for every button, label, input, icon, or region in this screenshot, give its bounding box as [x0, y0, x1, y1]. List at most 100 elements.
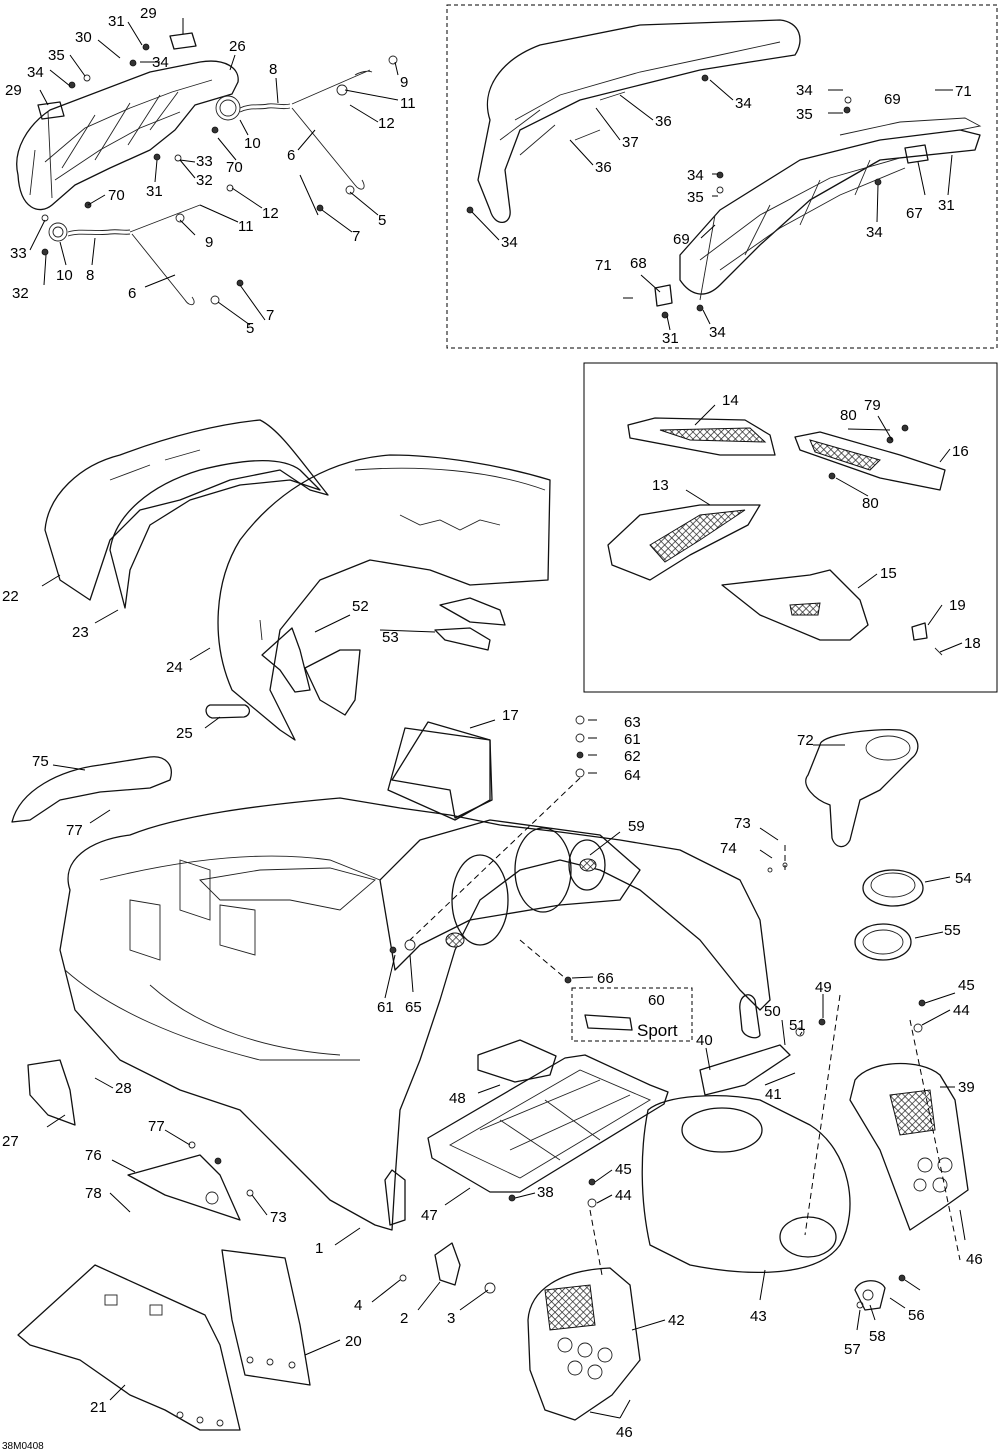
callout-61-bottom: 61 [377, 999, 394, 1016]
callout-21: 21 [90, 1399, 107, 1416]
callout-34-rr-mid: 34 [687, 167, 704, 184]
callout-39: 39 [958, 1079, 975, 1096]
callout-56: 56 [908, 1307, 925, 1324]
callout-47: 47 [421, 1207, 438, 1224]
callout-14: 14 [722, 392, 739, 409]
callout-5-top: 5 [378, 212, 386, 229]
callout-42: 42 [668, 1312, 685, 1329]
callout-4: 4 [354, 1297, 362, 1314]
callout-76: 76 [85, 1147, 102, 1164]
callout-34-rr-right-top: 34 [796, 82, 813, 99]
footrest-assembly [607, 417, 946, 656]
callout-71-top: 71 [955, 83, 972, 100]
callout-32-left: 32 [12, 285, 29, 302]
panel-17 [391, 721, 493, 819]
callout-34-rr-right: 34 [866, 224, 883, 241]
callout-38: 38 [537, 1184, 554, 1201]
callout-60: 60 [648, 992, 665, 1009]
callout-11-mid: 11 [238, 218, 254, 235]
callout-34-top-mid: 34 [152, 54, 169, 71]
callout-30: 30 [75, 29, 92, 46]
drawing-code: 38M0408 [2, 1441, 44, 1452]
callout-31-mid: 31 [146, 183, 163, 200]
callout-78: 78 [85, 1185, 102, 1202]
callout-33-left: 33 [10, 245, 27, 262]
callout-72: 72 [797, 732, 814, 749]
callout-34-rr-left: 34 [501, 234, 518, 251]
callout-62: 62 [624, 748, 641, 765]
callout-29-left: 29 [5, 82, 22, 99]
callout-35-rr-right: 35 [796, 106, 813, 123]
callout-46-bottom: 46 [616, 1424, 633, 1441]
alignment-lines [409, 777, 961, 1276]
callout-41: 41 [765, 1086, 782, 1103]
callout-48: 48 [449, 1090, 466, 1107]
callout-17: 17 [502, 707, 519, 724]
callout-66: 66 [597, 970, 614, 987]
callout-58: 58 [869, 1328, 886, 1345]
callout-24: 24 [166, 659, 183, 676]
callout-77-bottom: 77 [148, 1118, 165, 1135]
callout-7-bottom: 7 [266, 307, 274, 324]
callout-34-rr-top: 34 [735, 95, 752, 112]
callout-5-bottom: 5 [246, 320, 254, 337]
callout-69-top: 69 [884, 91, 901, 108]
callout-44-right: 44 [953, 1002, 970, 1019]
callout-71-mid: 71 [595, 257, 612, 274]
rear-rack-inset-frame [446, 4, 998, 349]
callout-9-mid: 9 [205, 234, 213, 251]
callout-40: 40 [696, 1032, 713, 1049]
callout-7-top: 7 [352, 228, 360, 245]
callout-45-right: 45 [958, 977, 975, 994]
callout-12-top: 12 [378, 115, 395, 132]
callout-79: 79 [864, 397, 881, 414]
callout-68: 68 [630, 255, 647, 272]
callout-1: 1 [315, 1240, 323, 1257]
callout-18: 18 [964, 635, 981, 652]
tray-assembly [427, 1039, 669, 1193]
callout-22: 22 [2, 588, 19, 605]
sport-label: Sport [637, 1021, 678, 1040]
callout-80-top: 80 [840, 407, 857, 424]
callout-31-rr-bottom: 31 [662, 330, 679, 347]
callout-2: 2 [400, 1310, 408, 1327]
callout-29-top: 29 [140, 5, 157, 22]
callout-34-top-left: 34 [27, 64, 44, 81]
callout-54: 54 [955, 870, 972, 887]
callout-44-mid: 44 [615, 1187, 632, 1204]
callout-61-top: 61 [624, 731, 641, 748]
callout-64: 64 [624, 767, 641, 784]
callout-27: 27 [2, 1133, 19, 1150]
callout-51: 51 [789, 1017, 806, 1034]
callout-65: 65 [405, 999, 422, 1016]
callout-73-bottom: 73 [270, 1209, 287, 1226]
callout-leaders [29, 18, 966, 1419]
callout-labels: 29 31 30 35 34 34 26 8 29 9 11 12 10 6 3… [2, 5, 983, 1441]
callout-36-mid: 36 [595, 159, 612, 176]
callout-52: 52 [352, 598, 369, 615]
callout-6-left: 6 [128, 285, 136, 302]
callout-50: 50 [764, 1003, 781, 1020]
callout-19: 19 [949, 597, 966, 614]
callout-25: 25 [176, 725, 193, 742]
callout-31-rr-right: 31 [938, 197, 955, 214]
callout-35-top: 35 [48, 47, 65, 64]
callout-32-top: 32 [196, 172, 213, 189]
rear-rack-assembly [466, 19, 982, 319]
callout-33-top: 33 [196, 153, 213, 170]
callout-10-top: 10 [244, 135, 261, 152]
bumper-assembly [17, 1249, 311, 1431]
callout-12-mid: 12 [262, 205, 279, 222]
callout-3: 3 [447, 1310, 455, 1327]
callout-16: 16 [952, 443, 969, 460]
callout-6-top: 6 [287, 147, 295, 164]
callout-8-left: 8 [86, 267, 94, 284]
callout-34-rr-bottom: 34 [709, 324, 726, 341]
callout-36-top: 36 [655, 113, 672, 130]
callout-23: 23 [72, 624, 89, 641]
callout-35-rr-mid: 35 [687, 189, 704, 206]
sport-decal-inset-frame [571, 987, 693, 1042]
callout-73-top: 73 [734, 815, 751, 832]
callout-20: 20 [345, 1333, 362, 1350]
callout-74: 74 [720, 840, 737, 857]
